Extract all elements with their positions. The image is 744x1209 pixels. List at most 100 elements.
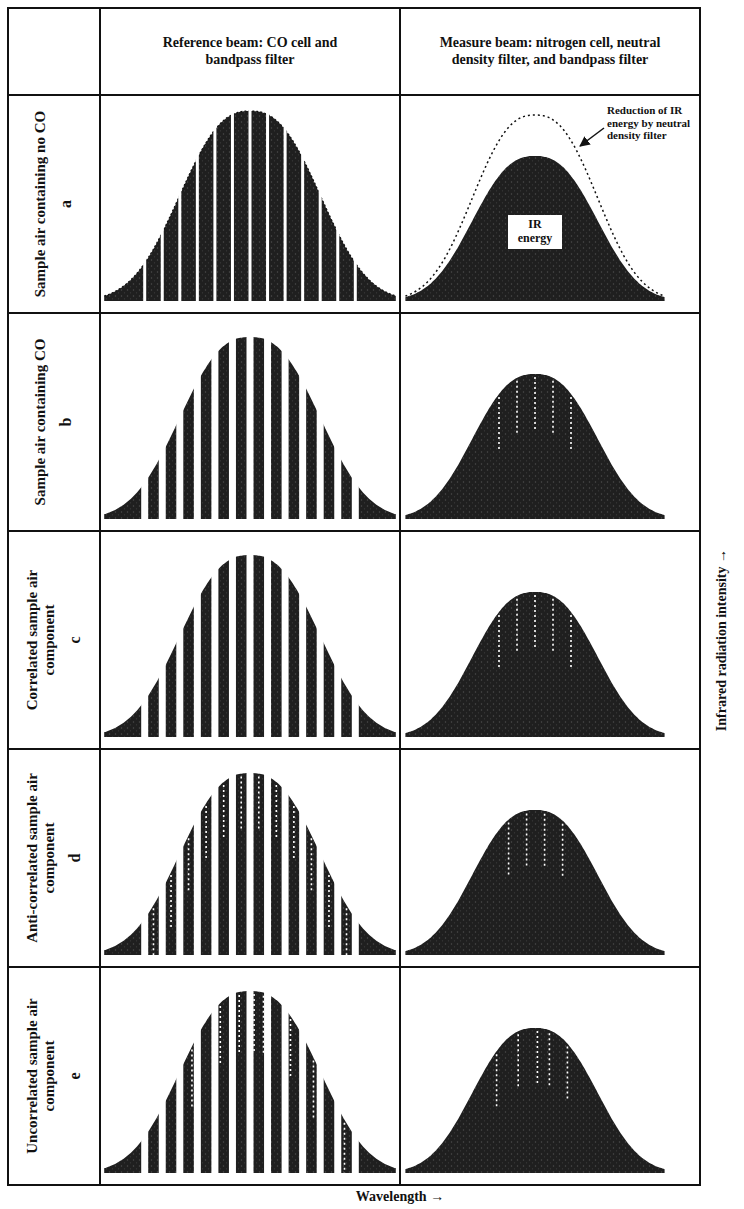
co-absorption-gap xyxy=(196,107,199,303)
co-absorption-gap xyxy=(141,987,148,1175)
absorption-line xyxy=(570,397,572,452)
absorption-line xyxy=(549,1033,551,1088)
co-absorption-gap xyxy=(317,769,324,957)
co-absorption-gap xyxy=(299,769,306,957)
absorption-line xyxy=(223,785,225,840)
row-letter: e xyxy=(66,1072,84,1079)
co-absorption-gap xyxy=(159,333,166,521)
co-absorption-gap xyxy=(284,107,287,303)
co-absorption-gap xyxy=(319,107,322,303)
leader-arrow xyxy=(580,128,604,146)
table-grid xyxy=(8,8,700,1185)
box-text: IR energy xyxy=(513,218,557,246)
co-absorption-gap xyxy=(229,769,236,957)
co-absorption-gap xyxy=(317,987,324,1175)
co-absorption-gap xyxy=(299,987,306,1175)
co-absorption-gap xyxy=(334,551,341,739)
absorption-line xyxy=(552,599,554,654)
co-absorption-gap xyxy=(317,551,324,739)
co-absorption-gap xyxy=(352,551,359,739)
co-absorption-gap xyxy=(213,107,216,303)
absorption-line xyxy=(313,1060,315,1120)
column-header: Measure beam: nitrogen cell, neutral den… xyxy=(400,8,700,95)
co-absorption-gap xyxy=(143,107,146,303)
absorption-line xyxy=(311,838,313,893)
absorption-line xyxy=(205,806,207,861)
absorption-line xyxy=(552,381,554,436)
co-absorption-gap xyxy=(176,769,183,957)
absorption-line xyxy=(534,595,536,650)
row-letter: b xyxy=(57,418,75,427)
absorption-line xyxy=(240,777,242,832)
absorption-line xyxy=(544,814,546,869)
absorption-line xyxy=(537,1031,539,1086)
co-absorption-gap xyxy=(354,107,357,303)
co-absorption-gap xyxy=(211,987,218,1175)
co-absorption-gap xyxy=(334,333,341,521)
co-absorption-gap xyxy=(247,987,254,1175)
co-absorption-gap xyxy=(211,333,218,521)
absorption-line xyxy=(567,1047,569,1102)
co-absorption-gap xyxy=(301,107,304,303)
measure-spectrum xyxy=(405,156,664,301)
absorption-line xyxy=(293,806,295,861)
axis-label: Infrared radiation intensity → xyxy=(714,490,730,790)
spectra xyxy=(104,107,664,1183)
co-absorption-gap xyxy=(334,769,341,957)
co-absorption-gap xyxy=(266,107,269,303)
co-absorption-gap xyxy=(299,333,306,521)
co-absorption-gap xyxy=(352,987,359,1175)
co-absorption-gap xyxy=(211,769,218,957)
absorption-line xyxy=(498,397,500,452)
co-absorption-gap xyxy=(247,551,254,739)
co-absorption-gap xyxy=(264,987,271,1175)
co-absorption-gap xyxy=(194,333,201,521)
absorption-line xyxy=(160,1113,162,1173)
absorption-line xyxy=(346,908,348,963)
row-label: b Sample air containing CO xyxy=(8,313,100,531)
row-description: Uncorrelated sample air component xyxy=(24,974,59,1178)
absorption-line xyxy=(570,615,572,670)
row-description: Sample air containing no CO xyxy=(32,111,49,297)
measure-spectrum xyxy=(405,810,664,955)
header-text: Measure beam: nitrogen cell, neutral den… xyxy=(430,35,670,69)
co-absorption-gap xyxy=(229,333,236,521)
absorption-line xyxy=(562,824,564,879)
co-absorption-gap xyxy=(334,987,341,1175)
absorption-line xyxy=(517,1034,519,1089)
absorption-line xyxy=(526,814,528,869)
callout-text: Reduction of IR energy by neutral densit… xyxy=(607,104,699,142)
axis-label: Wavelength → xyxy=(250,1189,550,1205)
absorption-line xyxy=(258,777,260,832)
absorption-line xyxy=(496,1054,498,1109)
co-absorption-gap xyxy=(159,987,166,1175)
absorption-line xyxy=(516,381,518,436)
column-header: Reference beam: CO cell and bandpass fil… xyxy=(100,8,400,95)
co-absorption-gap xyxy=(264,333,271,521)
absorption-line xyxy=(153,908,155,963)
co-absorption-gap xyxy=(176,333,183,521)
absorption-line xyxy=(170,875,172,930)
row-description: Correlated sample air component xyxy=(24,538,59,742)
co-absorption-gap xyxy=(282,769,289,957)
co-absorption-gap xyxy=(194,769,201,957)
co-absorption-gap xyxy=(247,333,254,521)
measure-spectrum xyxy=(405,592,664,737)
co-absorption-gap xyxy=(229,551,236,739)
absorption-line xyxy=(238,995,240,1055)
row-label: dAnti-correlated sample air component xyxy=(8,749,100,967)
co-absorption-gap xyxy=(282,551,289,739)
co-absorption-gap xyxy=(176,551,183,739)
co-absorption-gap xyxy=(249,107,252,303)
co-absorption-gap xyxy=(264,551,271,739)
absorption-line xyxy=(328,875,330,930)
absorption-line xyxy=(188,838,190,893)
co-absorption-gap xyxy=(247,769,254,957)
absorption-line xyxy=(263,996,265,1056)
absorption-line xyxy=(253,994,255,1054)
row-description: Sample air containing CO xyxy=(32,339,49,506)
absorption-line xyxy=(508,823,510,878)
co-absorption-gap xyxy=(282,333,289,521)
co-absorption-gap xyxy=(336,107,339,303)
absorption-line xyxy=(290,1019,292,1079)
